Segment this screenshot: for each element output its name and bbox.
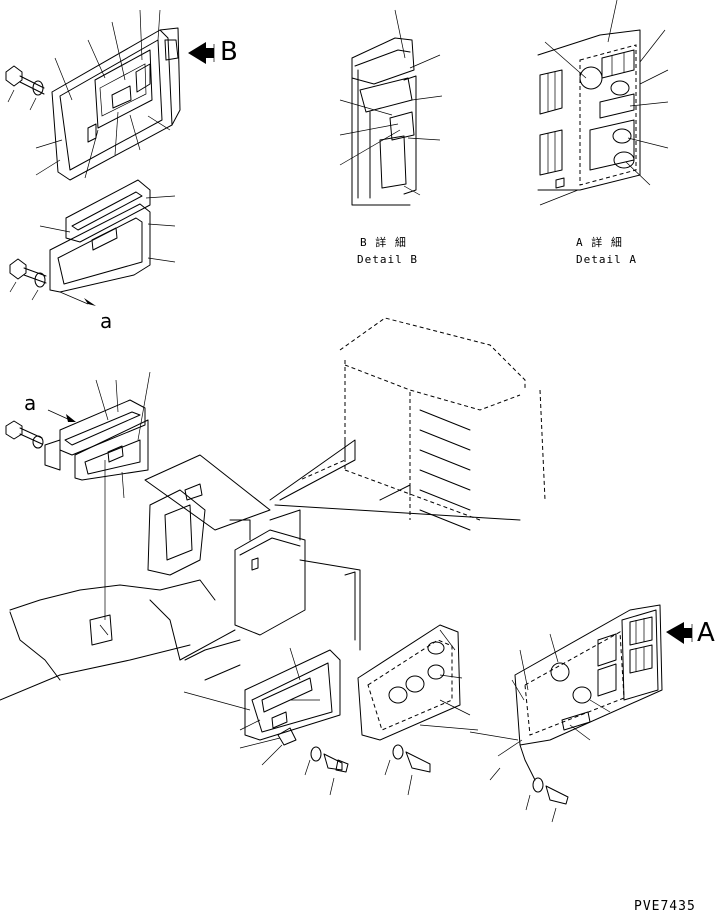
detail-a-title-jp: A 詳 細	[576, 235, 623, 249]
drawing-code: PVE7435	[634, 899, 696, 914]
upper-panel-assembly: B	[5, 9, 238, 181]
detail-a-view: A 詳 細 Detail A	[537, 0, 669, 266]
detail-b-view: B 詳 細 Detail B	[339, 9, 443, 266]
rear-cover-assembly: a	[9, 179, 176, 333]
detail-a-title-en: Detail A	[576, 253, 637, 266]
detail-b-title-jp: B 詳 細	[360, 235, 407, 249]
rear-left-subassembly: a	[5, 371, 151, 499]
detail-b-title-en: Detail B	[357, 253, 418, 266]
lower-panel-group	[183, 624, 479, 796]
ref-a-upper: a	[100, 309, 112, 333]
machine-body	[0, 317, 546, 701]
view-a-callout: A	[697, 618, 715, 648]
right-side-panel: A	[469, 604, 715, 823]
view-b-callout: B	[220, 37, 238, 67]
ref-a-lower: a	[24, 391, 36, 415]
